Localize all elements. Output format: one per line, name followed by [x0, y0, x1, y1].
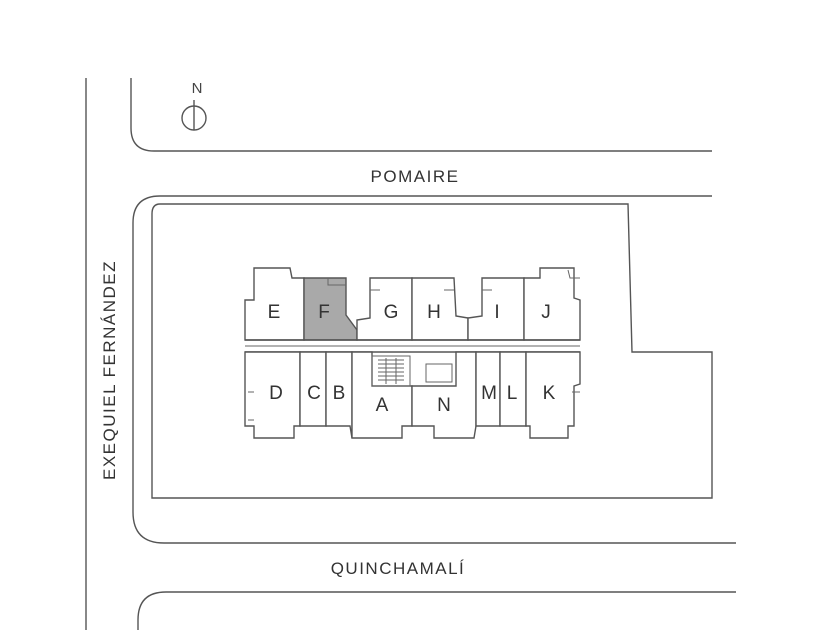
unit-label-c: C	[307, 383, 321, 404]
main-block-edge	[132, 195, 736, 544]
unit-j[interactable]	[523, 267, 581, 341]
units-bottom-row	[244, 351, 581, 439]
north-block-edge	[130, 78, 712, 152]
unit-label-g: G	[384, 302, 399, 323]
stair-steps	[378, 358, 404, 384]
unit-label-k: K	[543, 383, 556, 404]
unit-label-b: B	[333, 383, 346, 404]
street-label-north: POMAIRE	[371, 167, 460, 186]
unit-label-a: A	[376, 395, 389, 416]
lot-outline	[151, 203, 713, 499]
unit-label-f: F	[318, 302, 330, 323]
unit-label-i: I	[494, 302, 499, 323]
unit-label-h: H	[427, 302, 441, 323]
south-block-edge	[137, 591, 736, 630]
street-label-south: QUINCHAMALÍ	[331, 559, 466, 578]
top-row-balcony-details	[327, 269, 580, 291]
unit-label-d: D	[269, 383, 283, 404]
bottom-row-balcony-details	[248, 391, 580, 421]
street-outlines	[85, 78, 736, 630]
unit-label-m: M	[481, 383, 497, 404]
unit-label-l: L	[507, 383, 518, 404]
elevator-core	[425, 363, 453, 383]
north-arrow: N	[181, 80, 207, 131]
street-label-west: EXEQUIEL FERNÁNDEZ	[100, 260, 119, 480]
unit-label-j: J	[541, 302, 551, 323]
unit-n[interactable]	[411, 351, 477, 439]
unit-label-e: E	[268, 302, 281, 323]
unit-label-n: N	[437, 395, 451, 416]
unit-labels: E F G H I J D C B A N M L K	[268, 302, 556, 416]
unit-k[interactable]	[525, 351, 581, 439]
north-label: N	[192, 80, 203, 97]
unit-f[interactable]	[303, 277, 358, 341]
stair-core	[371, 355, 411, 387]
corridor	[245, 339, 580, 353]
unit-b[interactable]	[325, 351, 353, 439]
units-top-row	[244, 267, 581, 341]
